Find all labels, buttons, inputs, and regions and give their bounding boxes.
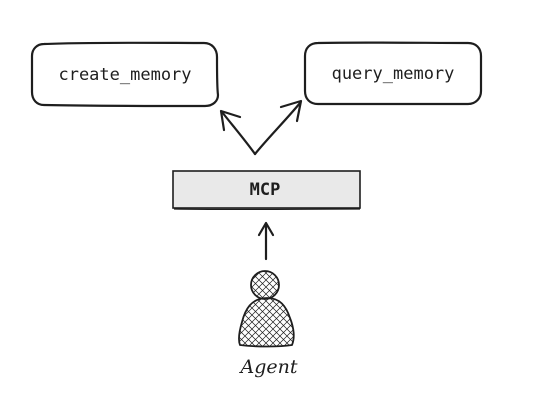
arrowhead-query-memory — [279, 99, 303, 123]
arrow-to-query-memory — [253, 101, 302, 156]
agent-to-mcp-arrow — [257, 221, 275, 261]
create-memory-box — [30, 41, 220, 108]
person-body — [238, 297, 295, 348]
query-memory-label: query_memory — [332, 64, 455, 84]
agent-node: Agent — [238, 270, 298, 378]
mcp-to-tools-arrows — [219, 99, 303, 156]
create-memory-label: create_memory — [58, 65, 191, 85]
query-memory-box — [303, 41, 483, 106]
person-head — [250, 270, 280, 300]
arrowhead-create-memory — [219, 109, 242, 132]
mcp-node: MCP — [172, 170, 361, 211]
mcp-label: MCP — [250, 180, 281, 200]
create-memory-node: create_memory — [30, 41, 220, 108]
agent-label: Agent — [239, 356, 298, 378]
person-icon — [238, 270, 295, 348]
query-memory-node: query_memory — [303, 41, 483, 106]
arrow-to-create-memory — [220, 110, 257, 156]
arrowhead-mcp — [257, 221, 275, 237]
mcp-box — [172, 170, 361, 209]
